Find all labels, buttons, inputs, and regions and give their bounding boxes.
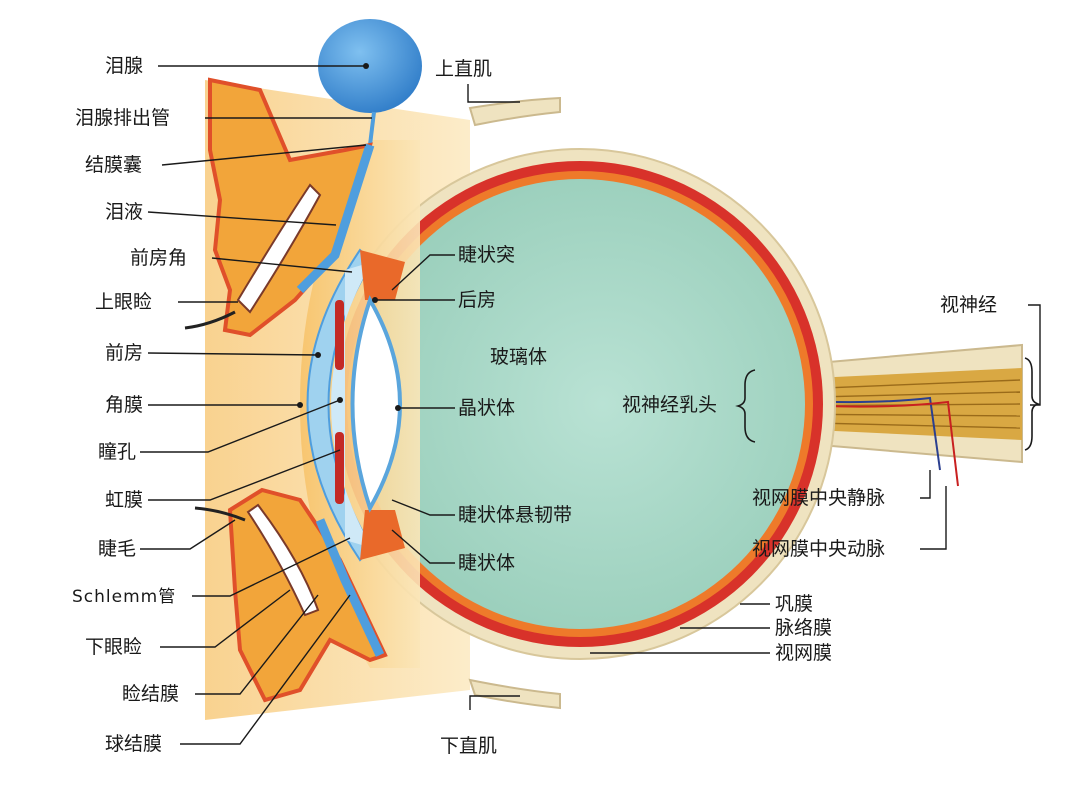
- label-zonule: 睫状体悬韧带: [458, 504, 573, 526]
- label-posterior-chamber: 后房: [458, 289, 497, 311]
- lower-eyelash: [194, 506, 246, 522]
- superior-rectus-muscle: [468, 96, 561, 127]
- label-eyelash: 睫毛: [98, 538, 137, 560]
- leader-lines: [140, 65, 1041, 745]
- label-ciliary-process: 睫状突: [458, 244, 516, 266]
- label-anterior-chamber: 前房: [105, 342, 144, 364]
- label-ciliary-body: 睫状体: [458, 552, 516, 574]
- label-central-retinal-vein: 视网膜中央静脉: [752, 487, 886, 509]
- label-tears: 泪液: [105, 201, 144, 223]
- leader-dots: [297, 63, 401, 411]
- label-bulbar-conjunctiva: 球结膜: [105, 733, 163, 755]
- label-vitreous-body: 玻璃体: [490, 346, 548, 368]
- label-optic-nerve: 视神经: [940, 294, 998, 316]
- label-anterior-chamber-angle: 前房角: [130, 247, 188, 269]
- iris-upper: [335, 300, 344, 370]
- lacrimal-gland-shape: [318, 19, 422, 113]
- label-lacrimal-duct: 泪腺排出管: [75, 107, 171, 129]
- label-retina: 视网膜: [775, 642, 833, 664]
- label-conjunctival-sac: 结膜囊: [85, 154, 143, 176]
- vitreous-body: [355, 179, 805, 629]
- lower-conjunctiva: [315, 518, 385, 657]
- lower-tarsal-gland: [246, 503, 320, 617]
- label-lacrimal-gland: 泪腺: [105, 55, 144, 77]
- label-lower-eyelid: 下眼睑: [85, 636, 143, 658]
- optic-nerve-brace: [1024, 357, 1041, 451]
- label-sclera: 巩膜: [775, 593, 814, 615]
- optic-disc-brace: [735, 369, 756, 443]
- label-iris: 虹膜: [105, 489, 144, 511]
- label-optic-disc: 视神经乳头: [622, 394, 718, 416]
- iris-lower: [335, 432, 344, 504]
- lens-shape: [350, 295, 402, 513]
- label-superior-rectus: 上直肌: [435, 58, 493, 80]
- upper-eyelash: [184, 310, 236, 330]
- upper-conjunctiva: [296, 143, 375, 294]
- label-lens: 晶状体: [458, 397, 516, 419]
- label-upper-eyelid: 上眼睑: [95, 291, 153, 313]
- label-inferior-rectus: 下直肌: [440, 735, 498, 757]
- ciliary-body-lower: [360, 510, 405, 560]
- label-pupil: 瞳孔: [98, 441, 137, 463]
- label-schlemm-canal: Schlemm管: [72, 587, 177, 607]
- upper-eyelid-shape: [208, 77, 373, 338]
- label-palpebral-conjunctiva: 睑结膜: [122, 683, 180, 705]
- label-central-retinal-artery: 视网膜中央动脉: [752, 538, 886, 560]
- label-choroid: 脉络膜: [775, 617, 833, 639]
- inferior-rectus-muscle: [468, 678, 561, 710]
- upper-tarsal-gland: [236, 183, 322, 314]
- lacrimal-duct-line: [368, 111, 376, 146]
- label-cornea: 角膜: [105, 394, 144, 416]
